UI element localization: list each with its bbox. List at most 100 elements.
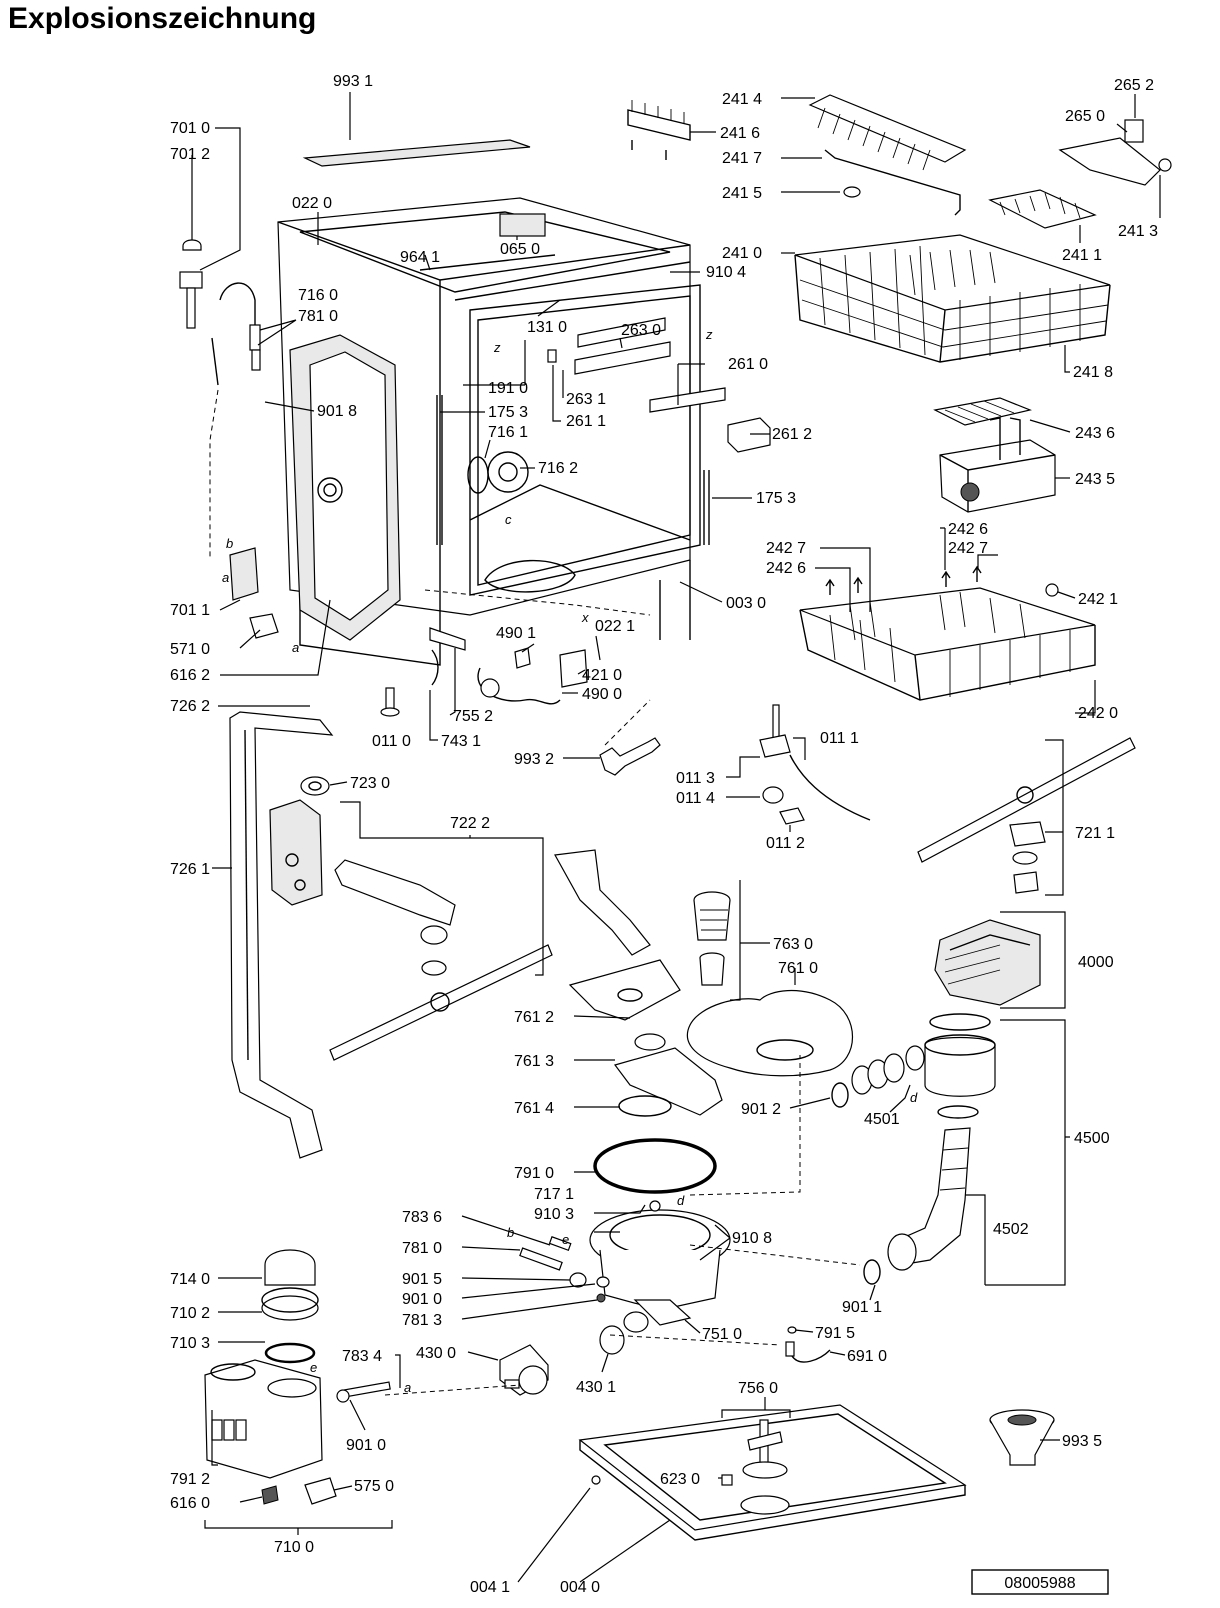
part-label-241-5: 241 5 <box>722 185 762 202</box>
micro-filter-part <box>693 891 731 986</box>
part-label-781-0-bottom: 781 0 <box>402 1240 442 1257</box>
part-label-710-3: 710 3 <box>170 1335 210 1352</box>
part-label-723-0: 723 0 <box>350 775 390 792</box>
part-label-571-0: 571 0 <box>170 641 210 658</box>
part-label-710-2: 710 2 <box>170 1305 210 1322</box>
part-label-004-1: 004 1 <box>470 1579 510 1596</box>
connection-letter-a-2: a <box>292 640 299 655</box>
part-label-241-1: 241 1 <box>1062 247 1102 264</box>
basket-clip-part <box>843 186 861 198</box>
part-label-022-1: 022 1 <box>595 618 635 635</box>
document-number-box: 08005988 <box>971 1569 1109 1595</box>
part-label-761-0: 761 0 <box>778 960 818 977</box>
part-label-726-2: 726 2 <box>170 698 210 715</box>
part-label-901-0-top: 901 0 <box>402 1291 442 1308</box>
softener-connector-part <box>336 1381 391 1403</box>
electrical-part <box>477 647 588 705</box>
part-label-616-2: 616 2 <box>170 667 210 684</box>
hook-rack-part <box>627 100 691 160</box>
part-label-761-2: 761 2 <box>514 1009 554 1026</box>
part-label-616-0: 616 0 <box>170 1495 210 1512</box>
part-label-265-0: 265 0 <box>1065 108 1105 125</box>
circulation-pipe-part <box>229 711 334 1159</box>
part-label-910-4: 910 4 <box>706 264 746 281</box>
part-label-490-0: 490 0 <box>582 686 622 703</box>
part-label-964-1: 964 1 <box>400 249 440 266</box>
part-label-241-3: 241 3 <box>1118 223 1158 240</box>
part-label-714-0: 714 0 <box>170 1271 210 1288</box>
part-label-011-1: 011 1 <box>820 730 859 747</box>
part-label-716-1: 716 1 <box>488 424 528 441</box>
part-labels: 993 1 701 0 701 2 022 0 964 1 065 0 910 … <box>170 73 1158 1596</box>
part-label-242-1: 242 1 <box>1078 591 1118 608</box>
part-label-242-7-right: 242 7 <box>948 540 988 557</box>
document-number: 08005988 <box>1004 1575 1075 1592</box>
part-label-701-2: 701 2 <box>170 146 210 163</box>
part-label-011-4: 011 4 <box>676 790 715 807</box>
part-label-716-0: 716 0 <box>298 287 338 304</box>
part-label-910-3: 910 3 <box>534 1206 574 1223</box>
part-label-701-1: 701 1 <box>170 602 210 619</box>
connection-letter-b-2: b <box>507 1225 514 1240</box>
part-label-003-0: 003 0 <box>726 595 766 612</box>
pump-gasket-part <box>599 1325 625 1355</box>
part-label-4502: 4502 <box>993 1221 1029 1238</box>
hose-sleeve-part <box>851 1045 925 1095</box>
part-label-011-3: 011 3 <box>676 770 715 787</box>
hose-holder-part <box>229 547 259 601</box>
side-panel-part <box>289 334 401 641</box>
spray-arm-bearing-part <box>467 451 529 494</box>
part-label-263-1: 263 1 <box>566 391 606 408</box>
part-label-011-0: 011 0 <box>372 733 411 750</box>
part-label-993-5: 993 5 <box>1062 1433 1102 1450</box>
sensor-part <box>249 613 279 639</box>
part-label-065-0: 065 0 <box>500 241 540 258</box>
sump-ring-part <box>593 1138 717 1194</box>
part-label-710-0: 710 0 <box>274 1539 314 1556</box>
part-label-011-2: 011 2 <box>766 835 805 852</box>
front-bracket-part <box>429 627 466 686</box>
spray-hub-part <box>300 776 330 796</box>
page-title: Explosionszeichnung <box>8 2 317 35</box>
part-label-241-6: 241 6 <box>720 125 760 142</box>
seal-strips-part <box>436 395 710 545</box>
part-label-242-0: 242 0 <box>1078 705 1118 722</box>
cutlery-grid-part <box>933 397 1033 426</box>
connection-letters: z z b a a c x d d e b e a <box>222 327 918 1395</box>
connection-letter-d-1: d <box>910 1090 918 1105</box>
drain-hose-part <box>863 1127 971 1285</box>
pump-part <box>934 919 1041 1006</box>
part-label-901-1: 901 1 <box>842 1299 882 1316</box>
inlet-hose-part <box>179 239 261 560</box>
part-label-781-0-top: 781 0 <box>298 308 338 325</box>
drain-pump-part <box>499 1344 549 1396</box>
part-label-242-6-left: 242 6 <box>766 560 806 577</box>
part-label-791-0: 791 0 <box>514 1165 554 1182</box>
side-rack-part <box>988 189 1097 229</box>
part-label-131-0: 131 0 <box>527 319 567 336</box>
part-label-783-6: 783 6 <box>402 1209 442 1226</box>
rail-part <box>547 317 726 413</box>
part-label-242-6-top: 242 6 <box>948 521 988 538</box>
connection-letter-d-2: d <box>677 1193 685 1208</box>
part-label-263-0: 263 0 <box>621 322 661 339</box>
part-label-761-4: 761 4 <box>514 1100 554 1117</box>
sump-housing-part <box>589 1200 731 1333</box>
top-strip-part <box>302 139 531 167</box>
part-label-241-7: 241 7 <box>722 150 762 167</box>
part-label-721-1: 721 1 <box>1075 825 1115 842</box>
flat-filter-part <box>686 989 853 1077</box>
salt-funnel-part <box>989 1409 1055 1466</box>
part-label-421-0: 421 0 <box>582 667 622 684</box>
connection-letter-e-2: e <box>310 1360 317 1375</box>
part-label-243-5: 243 5 <box>1075 471 1115 488</box>
part-label-722-2: 722 2 <box>450 815 490 832</box>
distributor-block-part <box>269 799 323 906</box>
part-label-791-2: 791 2 <box>170 1471 210 1488</box>
part-label-910-8: 910 8 <box>732 1230 772 1247</box>
part-label-241-8: 241 8 <box>1073 364 1113 381</box>
part-label-265-2: 265 2 <box>1114 77 1154 94</box>
part-label-791-5: 791 5 <box>815 1325 855 1342</box>
part-label-726-1: 726 1 <box>170 861 210 878</box>
